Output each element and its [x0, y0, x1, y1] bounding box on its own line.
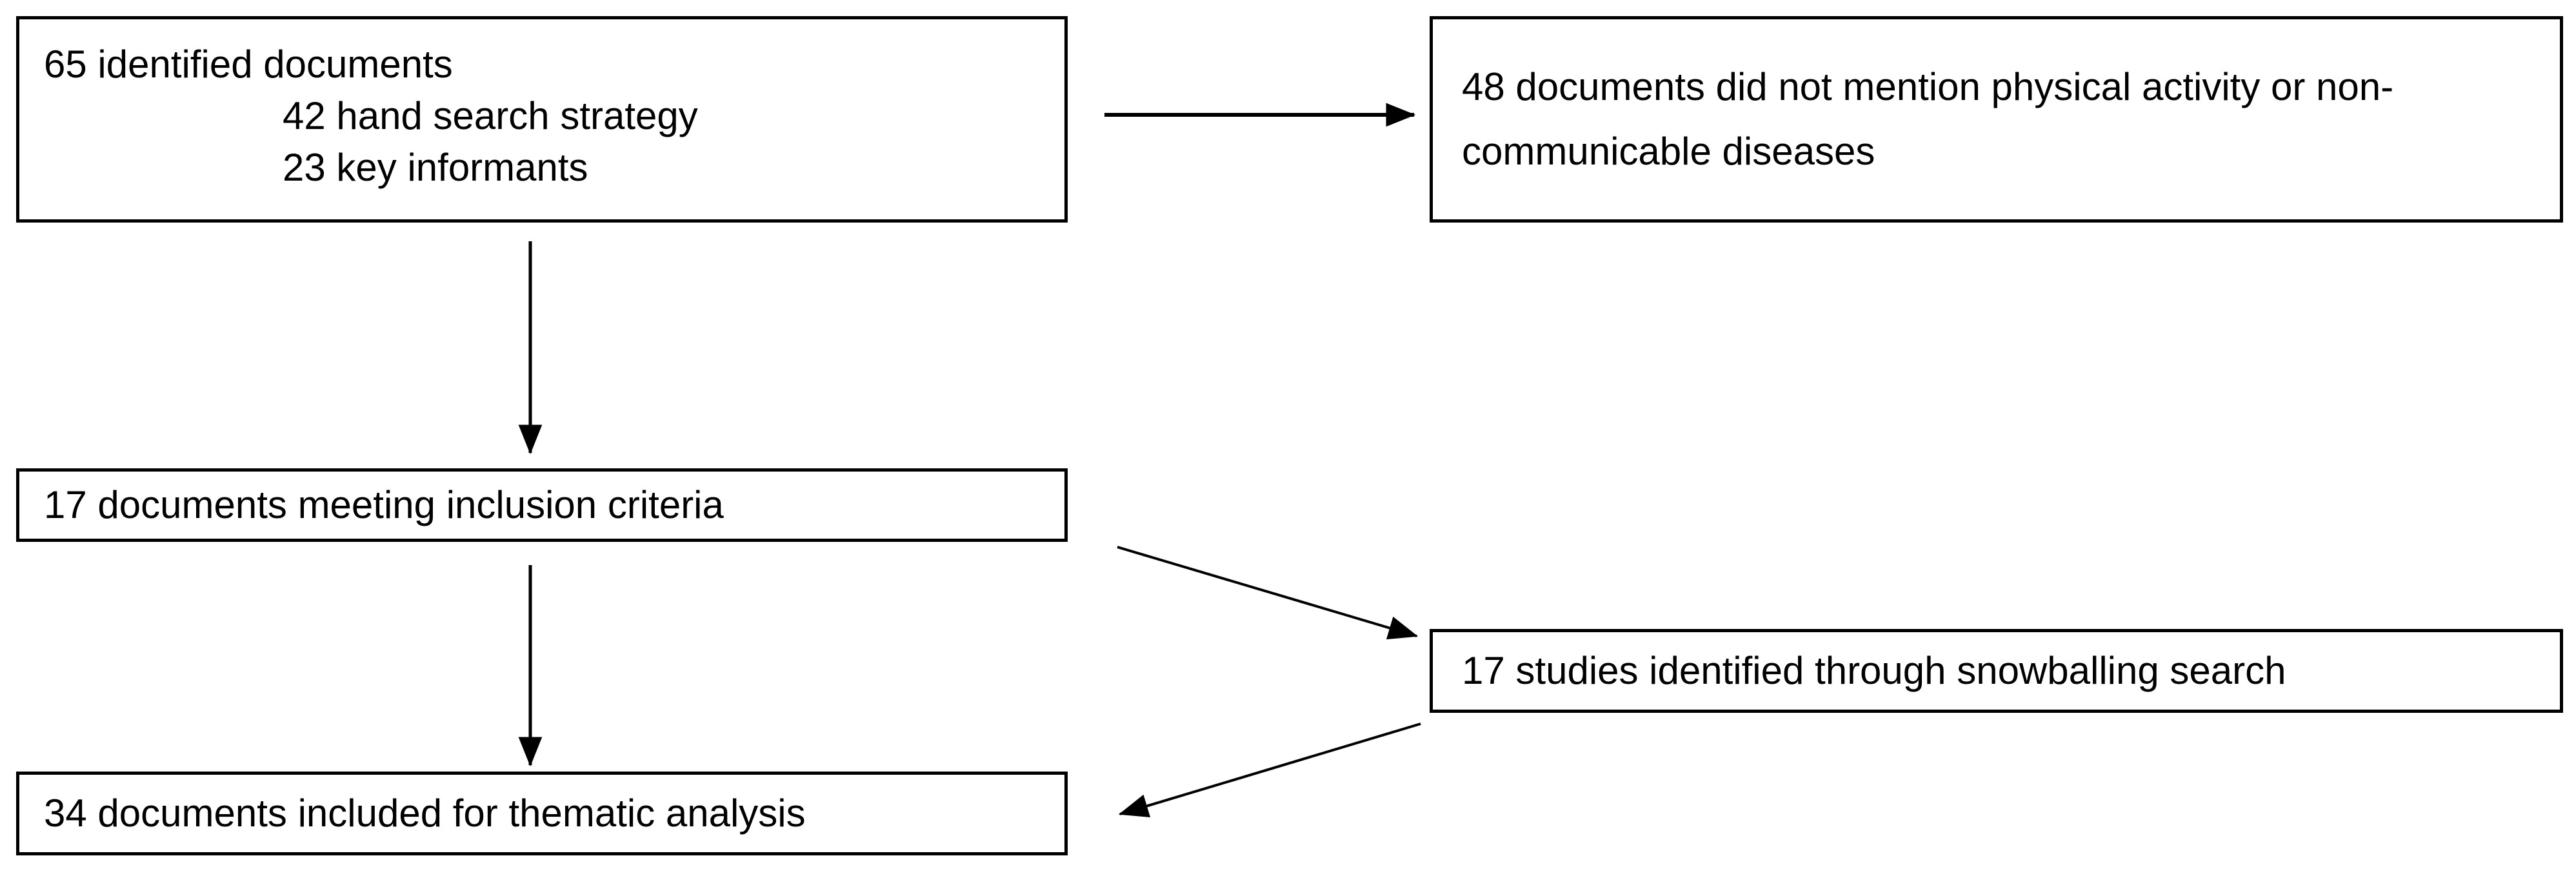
box-thematic-analysis: 34 documents included for thematic analy… — [16, 772, 1068, 855]
arrow-inclusion-to-snowballing — [1117, 546, 1419, 640]
box-excluded-documents: 48 documents did not mention physical ac… — [1430, 16, 2563, 223]
arrow-snowballing-to-thematic — [1118, 723, 1421, 818]
snowballing-text: 17 studies identified through snowballin… — [1462, 649, 2286, 692]
box-snowballing-studies: 17 studies identified through snowballin… — [1430, 629, 2563, 713]
thematic-text: 34 documents included for thematic analy… — [44, 792, 806, 835]
hand-search-line: 42 hand search strategy — [283, 94, 698, 137]
identified-count-line: 65 identified documents — [44, 43, 453, 86]
box-inclusion-criteria: 17 documents meeting inclusion criteria — [16, 468, 1068, 542]
box-identified-documents: 65 identified documents 42 hand search s… — [16, 16, 1068, 223]
key-informants-line: 23 key informants — [283, 146, 588, 189]
inclusion-text: 17 documents meeting inclusion criteria — [44, 483, 724, 526]
excluded-text: 48 documents did not mention physical ac… — [1462, 65, 2394, 173]
